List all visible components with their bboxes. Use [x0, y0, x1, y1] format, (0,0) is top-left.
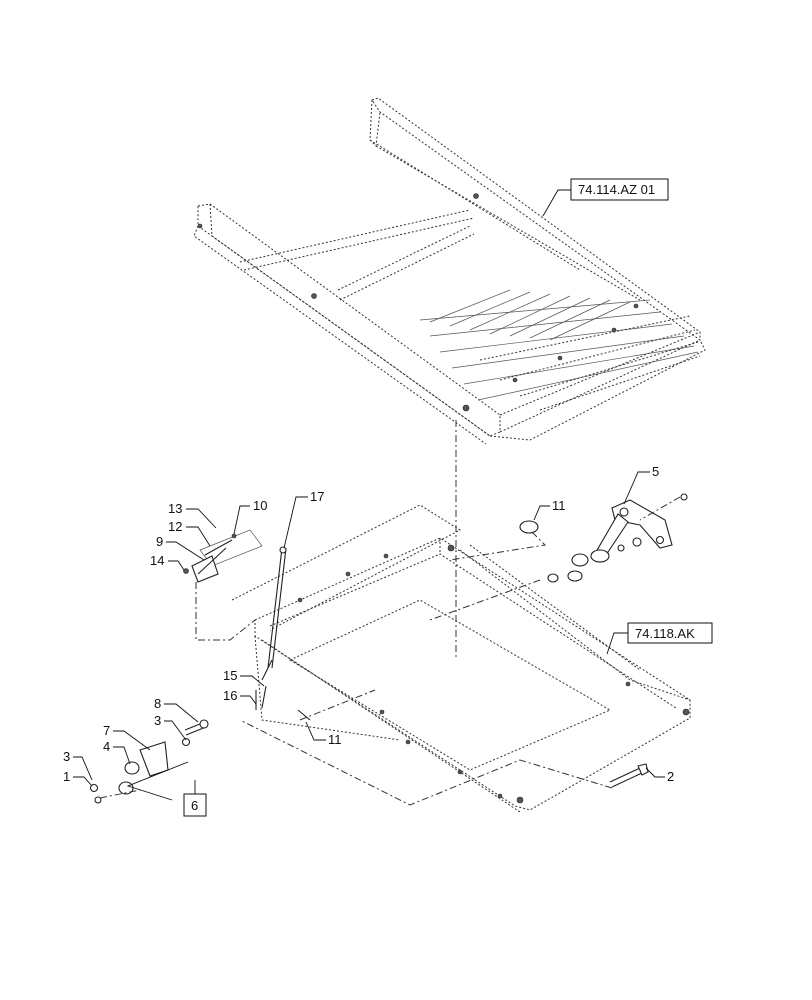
part-6-group: [89, 719, 209, 804]
callout-10: 10: [253, 498, 267, 513]
callout-6-box[interactable]: 6: [183, 793, 207, 817]
callout-12: 12: [168, 519, 182, 534]
upper-sieve-assembly: [193, 97, 706, 445]
callout-3-right: 3: [154, 713, 161, 728]
callout-1: 1: [63, 769, 70, 784]
callout-15: 15: [223, 668, 237, 683]
callout-5: 5: [652, 464, 659, 479]
callout-13: 13: [168, 501, 182, 516]
callout-6-label: 6: [191, 798, 198, 813]
callout-17: 17: [310, 489, 324, 504]
callout-4: 4: [103, 739, 110, 754]
ref-upper-label: 74.114.AZ 01: [578, 182, 655, 197]
callout-9: 9: [156, 534, 163, 549]
part-15-16-17-rods: [255, 546, 287, 710]
callout-16: 16: [223, 688, 237, 703]
ref-upper-leader: [542, 189, 571, 217]
sieve-slats: [419, 289, 701, 411]
callout-labels: 1 3 4 7 3 8 15 16 11 17 13 12 9 14 10 11: [63, 464, 674, 787]
callout-3-left: 3: [63, 749, 70, 764]
callout-6-bracket: [126, 761, 196, 801]
part-2-bolt: [609, 763, 649, 788]
callout-2: 2: [667, 769, 674, 784]
frame-bolts: [297, 544, 690, 804]
part-11-pin: [297, 709, 311, 721]
callout-7: 7: [103, 723, 110, 738]
callout-8: 8: [154, 696, 161, 711]
upper-bolts: [197, 193, 639, 412]
callout-14: 14: [150, 553, 164, 568]
callout-11-upper: 11: [552, 498, 566, 513]
part-9-12-13-14-clip: [183, 529, 263, 641]
callout-11-lower: 11: [328, 732, 342, 747]
ref-upper-assembly[interactable]: 74.114.AZ 01: [570, 178, 669, 201]
ref-lower-leader: [606, 632, 628, 655]
part-5-bracket: [429, 493, 688, 621]
lower-frame-assembly: [231, 504, 691, 813]
ref-lower-assembly[interactable]: 74.118.AK: [627, 622, 713, 644]
ref-lower-label: 74.118.AK: [635, 626, 695, 641]
part-11-grommet: [519, 520, 539, 534]
